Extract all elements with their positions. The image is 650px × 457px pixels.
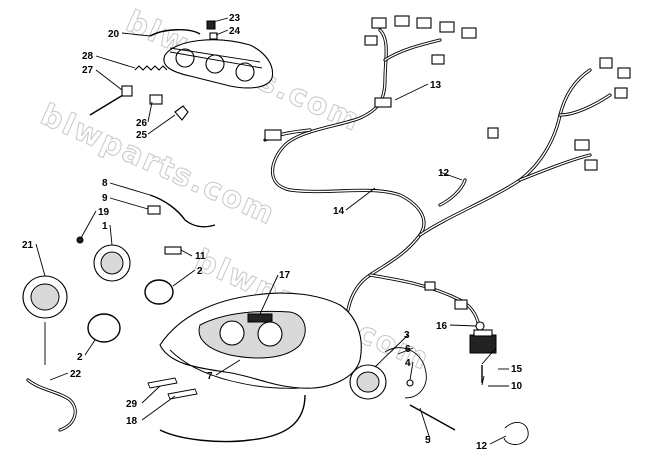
lower-harness [159, 394, 306, 443]
callout-24: 24 [229, 26, 241, 37]
callout-27: 27 [82, 65, 94, 76]
callout-19: 19 [98, 207, 110, 218]
spring-28 [134, 65, 168, 71]
strip-18 [167, 388, 198, 400]
callout-16: 16 [436, 321, 448, 332]
clip-23 [206, 20, 216, 30]
callout-2b: 2 [77, 352, 83, 363]
callout-7: 7 [207, 371, 213, 382]
callout-12b: 12 [476, 441, 488, 452]
socket-26 [149, 94, 163, 105]
bulb-25 [174, 105, 189, 121]
nut-16 [475, 321, 485, 331]
clamp-12b [503, 422, 529, 445]
gauge-21 [22, 275, 68, 319]
harness-connectors [264, 15, 631, 310]
dash-bezel [159, 292, 362, 389]
callout-12a: 12 [438, 168, 450, 179]
lens-strip [149, 29, 201, 37]
relay-module-15 [469, 329, 497, 354]
callout-28: 28 [82, 51, 94, 62]
callout-15: 15 [511, 364, 523, 375]
callout-23: 23 [229, 13, 241, 24]
wiring-harness [263, 28, 612, 332]
callout-8: 8 [102, 178, 108, 189]
connector-9 [147, 205, 161, 215]
callout-17: 17 [279, 270, 291, 281]
callout-26: 26 [136, 118, 148, 129]
pigtail-8 [149, 194, 216, 228]
socket-11 [164, 246, 182, 255]
callout-14: 14 [333, 206, 345, 217]
callout-22: 22 [70, 369, 82, 380]
bracket-6 [384, 347, 427, 399]
nut-24 [209, 32, 218, 40]
gauge-3 [349, 364, 387, 400]
gauge-bezel-trim-17 [247, 313, 273, 323]
callout-18: 18 [126, 416, 138, 427]
callout-11: 11 [195, 251, 206, 262]
cable-5 [409, 404, 456, 431]
washer-4 [406, 379, 414, 387]
callout-25: 25 [136, 130, 148, 141]
leader-lines [35, 17, 507, 445]
harness-22 [26, 378, 77, 432]
ring-2a [144, 279, 174, 305]
callout-29: 29 [126, 399, 138, 410]
bulb-19 [76, 236, 84, 244]
callout-20: 20 [108, 29, 120, 40]
bracket-27 [121, 85, 133, 97]
callout-6: 6 [405, 344, 411, 355]
callout-1: 1 [102, 221, 108, 232]
gauge-1 [93, 244, 131, 282]
callout-numbers: 20 23 24 28 27 26 25 13 8 9 19 1 21 11 2… [22, 13, 523, 452]
callout-4: 4 [405, 358, 411, 369]
upper-gauge-cluster [163, 39, 274, 89]
callout-9: 9 [102, 193, 108, 204]
strip-29 [147, 377, 178, 389]
callout-21: 21 [22, 240, 34, 251]
callout-3: 3 [404, 330, 410, 341]
ring-2b [87, 313, 121, 343]
callout-10: 10 [511, 381, 523, 392]
callout-2a: 2 [197, 266, 203, 277]
callout-5: 5 [425, 435, 431, 446]
callout-13: 13 [430, 80, 442, 91]
